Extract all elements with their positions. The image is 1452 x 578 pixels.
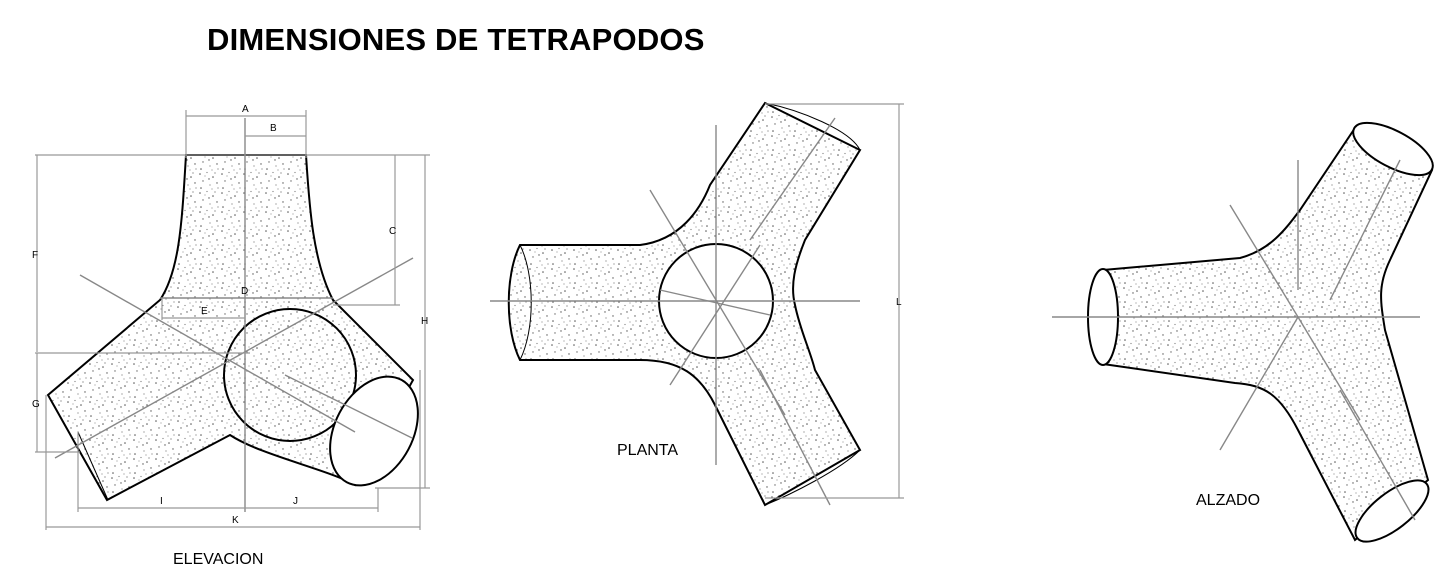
- dim-label-l: L: [896, 297, 902, 308]
- elevacion-dimension-lines: [35, 110, 430, 530]
- planta-label: PLANTA: [617, 442, 678, 459]
- dim-label-h: H: [421, 316, 428, 327]
- dim-label-a: A: [242, 104, 249, 115]
- alzado-label: ALZADO: [1196, 492, 1260, 509]
- dim-label-f: F: [32, 250, 38, 261]
- dim-label-d: D: [241, 286, 248, 297]
- dim-label-c: C: [389, 226, 396, 237]
- elevacion-label: ELEVACION: [173, 551, 263, 568]
- dim-label-k: K: [232, 515, 239, 526]
- elevacion-view: A B C D E F G H I J K ELEVACION: [32, 104, 430, 568]
- dim-label-e: E: [201, 306, 208, 317]
- alzado-top-ellipse: [1352, 121, 1434, 177]
- page-title: DIMENSIONES DE TETRAPODOS: [207, 22, 705, 57]
- planta-view: L PLANTA: [490, 101, 904, 507]
- dim-label-j: J: [293, 496, 298, 507]
- alzado-body: [1102, 126, 1434, 542]
- elevacion-end-ellipse: [329, 375, 419, 487]
- alzado-view: ALZADO: [1052, 121, 1434, 543]
- dim-label-i: I: [160, 496, 163, 507]
- elevacion-center-circle: [223, 308, 357, 442]
- dim-label-g: G: [32, 399, 40, 410]
- alzado-bottom-ellipse: [1354, 479, 1430, 543]
- dim-label-b: B: [270, 123, 277, 134]
